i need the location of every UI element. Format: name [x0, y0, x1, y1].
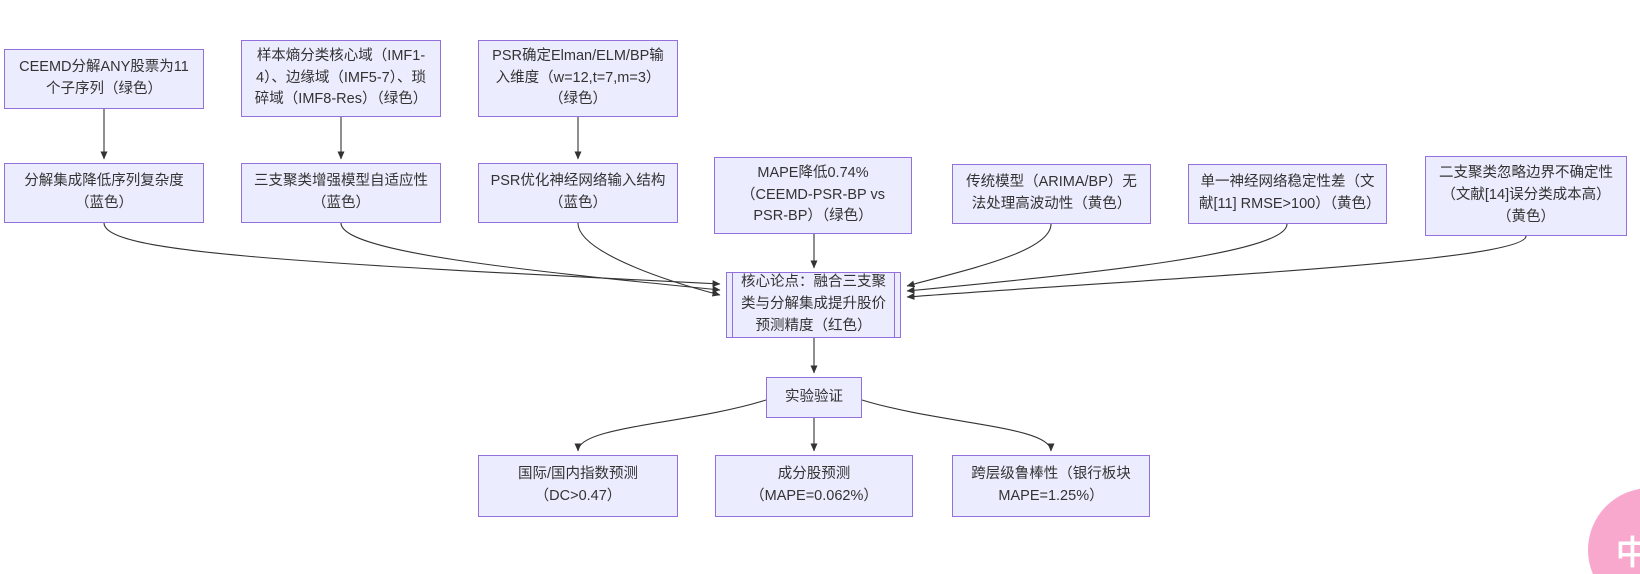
node-label: 样本熵分类核心域（IMF1-4）、边缘域（IMF5-7）、琐碎域（IMF8-Re… [254, 47, 428, 108]
translate-button[interactable]: 中A [1588, 488, 1640, 574]
node-psr-optimize: PSR优化神经网络输入结构（蓝色） [478, 163, 678, 223]
node-index-prediction: 国际/国内指数预测（DC>0.47） [478, 455, 678, 517]
node-label: 国际/国内指数预测（DC>0.47） [517, 466, 639, 504]
node-decomposition-integration: 分解集成降低序列复杂度（蓝色） [4, 163, 204, 223]
edge-exp-c1 [574, 399, 767, 452]
edge-b1-core [103, 222, 721, 288]
node-label: 三支聚类增强模型自适应性（蓝色） [254, 173, 428, 211]
node-label: 二支聚类忽略边界不确定性（文献[14]误分类成本高）（黄色） [1439, 165, 1613, 225]
edge-exp-c3 [861, 399, 1055, 452]
edge-b2-core [340, 222, 721, 293]
node-traditional-model-limitation: 传统模型（ARIMA/BP）无法处理高波动性（黄色） [952, 164, 1151, 224]
node-three-way-clustering: 三支聚类增强模型自适应性（蓝色） [241, 163, 441, 223]
node-cross-level-robustness: 跨层级鲁棒性（银行板块MAPE=1.25%） [952, 455, 1150, 517]
node-label: 核心论点：融合三支聚类与分解集成提升股价预测精度（红色） [741, 274, 886, 334]
node-psr-dimension: PSR确定Elman/ELM/BP输入维度（w=12,t=7,m=3）（绿色） [478, 40, 678, 117]
node-label: 实验验证 [785, 388, 843, 405]
edge-b6-core [906, 223, 1288, 294]
edge-b3-core [577, 222, 721, 297]
node-two-way-clustering-limitation: 二支聚类忽略边界不确定性（文献[14]误分类成本高）（黄色） [1425, 156, 1627, 236]
node-component-stock-prediction: 成分股预测（MAPE=0.062%） [715, 455, 913, 517]
node-label: 传统模型（ARIMA/BP）无法处理高波动性（黄色） [966, 174, 1137, 212]
node-sample-entropy: 样本熵分类核心域（IMF1-4）、边缘域（IMF5-7）、琐碎域（IMF8-Re… [241, 40, 441, 117]
node-label: PSR确定Elman/ELM/BP输入维度（w=12,t=7,m=3）（绿色） [492, 47, 664, 108]
node-experiment-validation: 实验验证 [766, 377, 862, 418]
node-label: MAPE降低0.74%（CEEMD-PSR-BP vs PSR-BP）（绿色） [741, 164, 885, 225]
edge-b5-core [906, 223, 1052, 288]
translate-icon: 中A [1616, 534, 1640, 571]
node-label: 分解集成降低序列复杂度（蓝色） [24, 173, 184, 211]
node-label: 成分股预测（MAPE=0.062%） [750, 466, 878, 504]
node-label: 跨层级鲁棒性（银行板块MAPE=1.25%） [971, 466, 1131, 504]
node-core-thesis: 核心论点：融合三支聚类与分解集成提升股价预测精度（红色） [726, 272, 901, 338]
edge-b7-core [906, 235, 1527, 300]
node-label: PSR优化神经网络输入结构（蓝色） [490, 173, 666, 211]
node-label: 单一神经网络稳定性差（文献[11] RMSE>100）（黄色） [1199, 174, 1381, 212]
node-ceemd-decompose: CEEMD分解ANY股票为11个子序列（绿色） [4, 49, 204, 109]
node-mape-improvement: MAPE降低0.74%（CEEMD-PSR-BP vs PSR-BP）（绿色） [714, 157, 912, 234]
node-single-nn-instability: 单一神经网络稳定性差（文献[11] RMSE>100）（黄色） [1188, 164, 1387, 224]
node-label: CEEMD分解ANY股票为11个子序列（绿色） [19, 59, 189, 97]
